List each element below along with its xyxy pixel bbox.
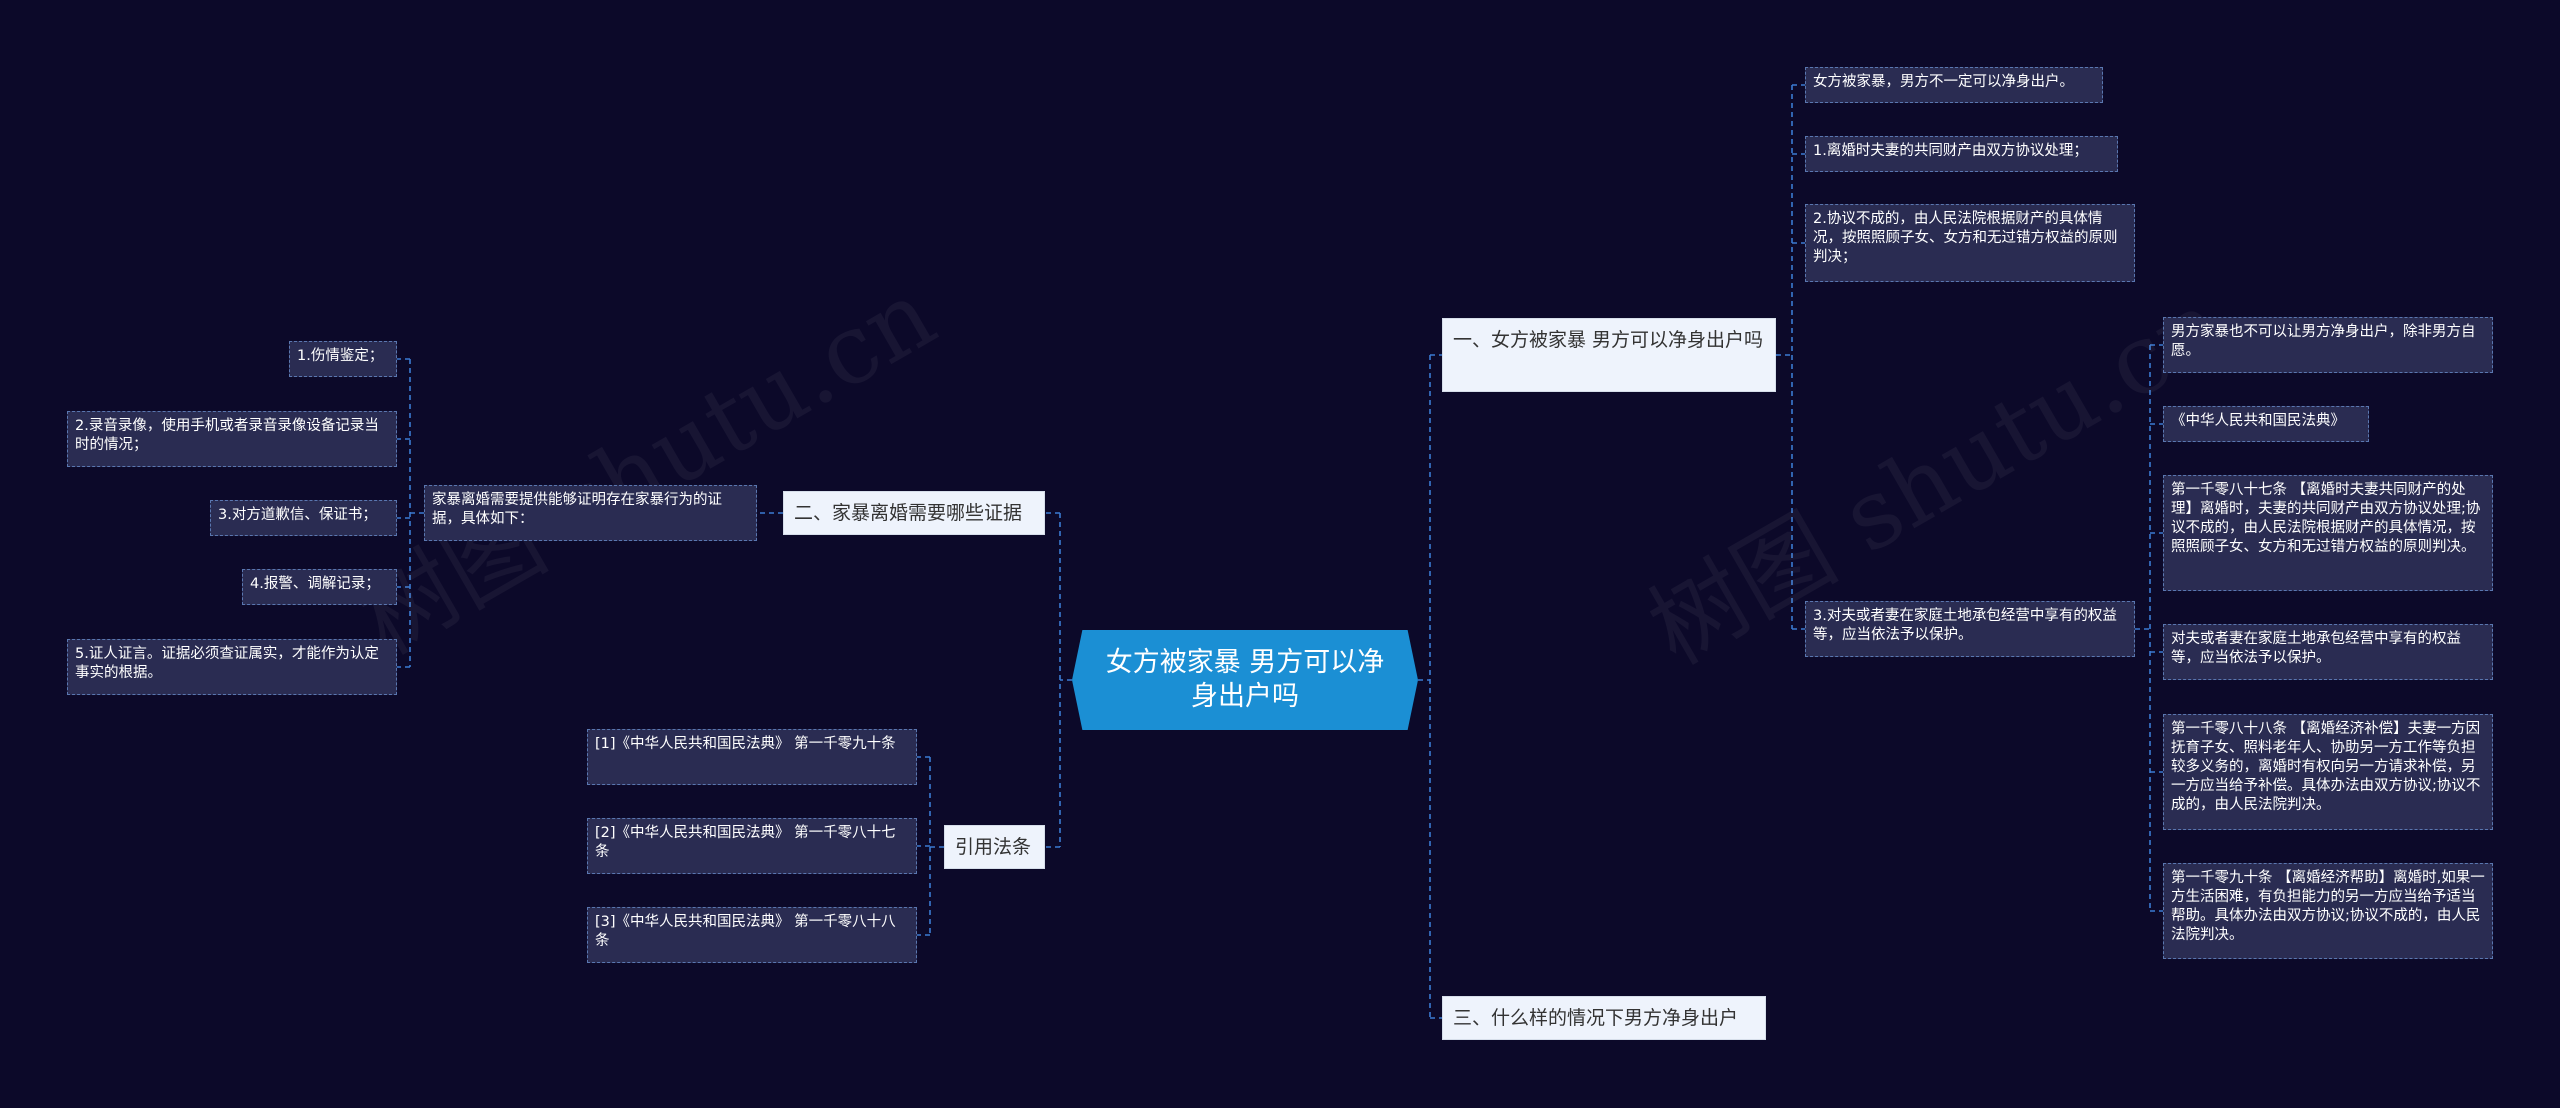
b2-item-2[interactable]: 2.录音录像，使用手机或者录音录像设备记录当时的情况； (67, 411, 397, 467)
branch-net-out-possible[interactable]: 一、女方被家暴 男方可以净身出户吗 (1442, 318, 1776, 392)
b3-item-1[interactable]: [1]《中华人民共和国民法典》 第一千零九十条 (587, 729, 917, 785)
b2-item-4[interactable]: 4.报警、调解记录； (242, 569, 397, 605)
root-topic[interactable]: 女方被家暴 男方可以净身出户吗 (1072, 630, 1418, 730)
branch-when-net-out[interactable]: 三、什么样的情况下男方净身出户 (1442, 996, 1766, 1040)
b1-sub-1[interactable]: 男方家暴也不可以让男方净身出户，除非男方自愿。 (2163, 317, 2493, 373)
b1-item-3[interactable]: 2.协议不成的，由人民法院根据财产的具体情况，按照照顾子女、女方和无过错方权益的… (1805, 204, 2135, 282)
b2-item-3[interactable]: 3.对方道歉信、保证书； (210, 500, 397, 536)
b1-item-4[interactable]: 3.对夫或者妻在家庭土地承包经营中享有的权益等，应当依法予以保护。 (1805, 601, 2135, 657)
branch-cited-laws[interactable]: 引用法条 (944, 825, 1045, 869)
b1-sub-5[interactable]: 第一千零八十八条 【离婚经济补偿】夫妻一方因抚育子女、照料老年人、协助另一方工作… (2163, 714, 2493, 830)
b2-item-1[interactable]: 1.伤情鉴定； (289, 341, 397, 377)
branch-evidence[interactable]: 二、家暴离婚需要哪些证据 (783, 491, 1045, 535)
b1-sub-4[interactable]: 对夫或者妻在家庭土地承包经营中享有的权益等，应当依法予以保护。 (2163, 624, 2493, 680)
b3-item-3[interactable]: [3]《中华人民共和国民法典》 第一千零八十八条 (587, 907, 917, 963)
b1-sub-3[interactable]: 第一千零八十七条 【离婚时夫妻共同财产的处理】离婚时，夫妻的共同财产由双方协议处… (2163, 475, 2493, 591)
b2-item-5[interactable]: 5.证人证言。证据必须查证属实，才能作为认定事实的根据。 (67, 639, 397, 695)
b1-sub-2[interactable]: 《中华人民共和国民法典》 (2163, 406, 2369, 442)
b1-sub-6[interactable]: 第一千零九十条 【离婚经济帮助】离婚时,如果一方生活困难，有负担能力的另一方应当… (2163, 863, 2493, 959)
b3-item-2[interactable]: [2]《中华人民共和国民法典》 第一千零八十七条 (587, 818, 917, 874)
b1-item-2[interactable]: 1.离婚时夫妻的共同财产由双方协议处理； (1805, 136, 2118, 172)
b1-item-1[interactable]: 女方被家暴，男方不一定可以净身出户。 (1805, 67, 2103, 103)
b2-intro[interactable]: 家暴离婚需要提供能够证明存在家暴行为的证据，具体如下： (424, 485, 757, 541)
